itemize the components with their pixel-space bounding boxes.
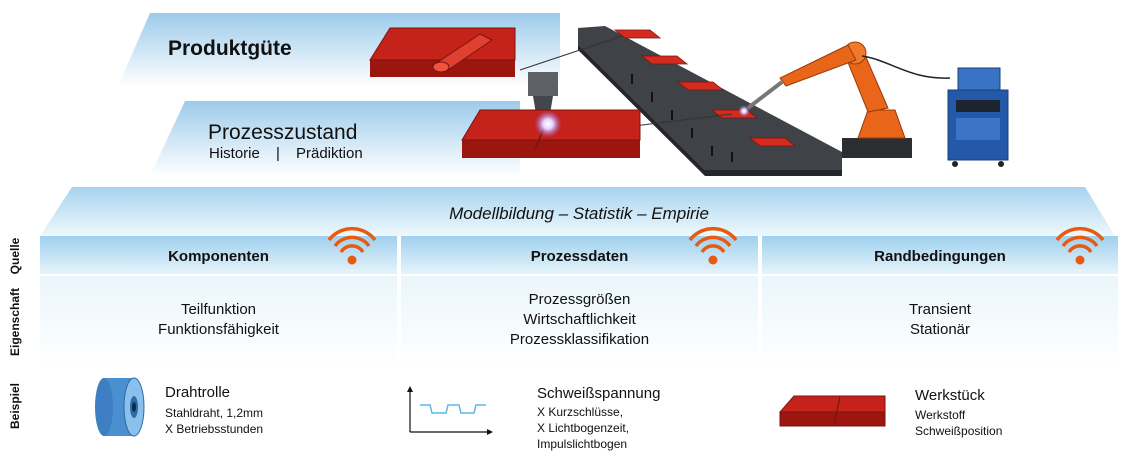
wifi-signal-icon	[688, 226, 738, 265]
prozesszustand-label: Prozesszustand	[208, 121, 358, 144]
property-line: Teilfunktion	[180, 301, 257, 318]
example-line: X Kurzschlüsse,	[537, 405, 624, 419]
column-text-komponenten: Teilfunktion Funktionsfähigkeit	[40, 300, 397, 340]
wifi-signal-icon	[1055, 226, 1105, 265]
property-line: Prozessklassifikation	[509, 331, 650, 348]
header-randbedingungen	[762, 236, 1118, 274]
example-line: Werkstoff	[915, 408, 966, 422]
historie-label: Historie	[209, 145, 260, 162]
side-label-beispiel: Beispiel	[8, 382, 22, 430]
welding-robot-icon	[738, 41, 951, 158]
model-banner-label: Modellbildung – Statistik – Empirie	[449, 204, 709, 223]
property-line: Transient	[909, 301, 971, 318]
power-source-icon	[947, 67, 1009, 167]
property-line: Stationär	[909, 321, 971, 338]
column-text-randbedingungen: Transient Stationär	[762, 300, 1118, 340]
praediktion-label: Prädiktion	[296, 145, 363, 162]
example-line: Schweißposition	[915, 424, 1003, 438]
weld-torch-icon	[528, 72, 558, 114]
body-randbedingungen	[762, 276, 1118, 368]
example-line: Stahldraht, 1,2mm	[165, 406, 264, 420]
example-line: Impulslichtbogen	[537, 437, 628, 451]
banner-prozesszustand	[150, 101, 520, 176]
property-line: Funktionsfähigkeit	[158, 321, 279, 338]
property-line: Wirtschaftlichkeit	[523, 311, 636, 328]
body-komponenten	[40, 276, 397, 368]
column-title-randbedingungen: Randbedingungen	[874, 248, 1006, 265]
weld-plate-icon	[369, 27, 516, 77]
column-title-prozessdaten: Prozessdaten	[530, 248, 629, 265]
column-title-komponenten: Komponenten	[168, 248, 269, 265]
example-line: X Lichtbogenzeit,	[537, 421, 630, 435]
weld-plate-icon	[461, 109, 641, 158]
side-label-quelle: Quelle	[8, 237, 22, 275]
body-prozessdaten	[401, 276, 758, 368]
produktguete-label: Produktgüte	[168, 37, 292, 60]
column-text-prozessdaten: Prozessgrößen Wirtschaftlichkeit Prozess…	[401, 290, 758, 350]
wire-spool-icon	[95, 377, 145, 437]
example-title-schweissspannung: Schweißspannung	[537, 385, 661, 402]
banner-modellbildung	[40, 187, 1115, 236]
separator-label: |	[276, 145, 280, 162]
example-title-drahtrolle: Drahtrolle	[165, 384, 231, 401]
voltage-signal-icon	[407, 386, 493, 435]
example-title-werkstueck: Werkstück	[915, 387, 985, 404]
side-label-eigenschaft: Eigenschaft	[8, 288, 22, 357]
property-line: Prozessgrößen	[528, 291, 631, 308]
example-line: X Betriebsstunden	[165, 422, 264, 436]
wifi-signal-icon	[327, 226, 377, 265]
workpiece-icon	[778, 395, 886, 427]
